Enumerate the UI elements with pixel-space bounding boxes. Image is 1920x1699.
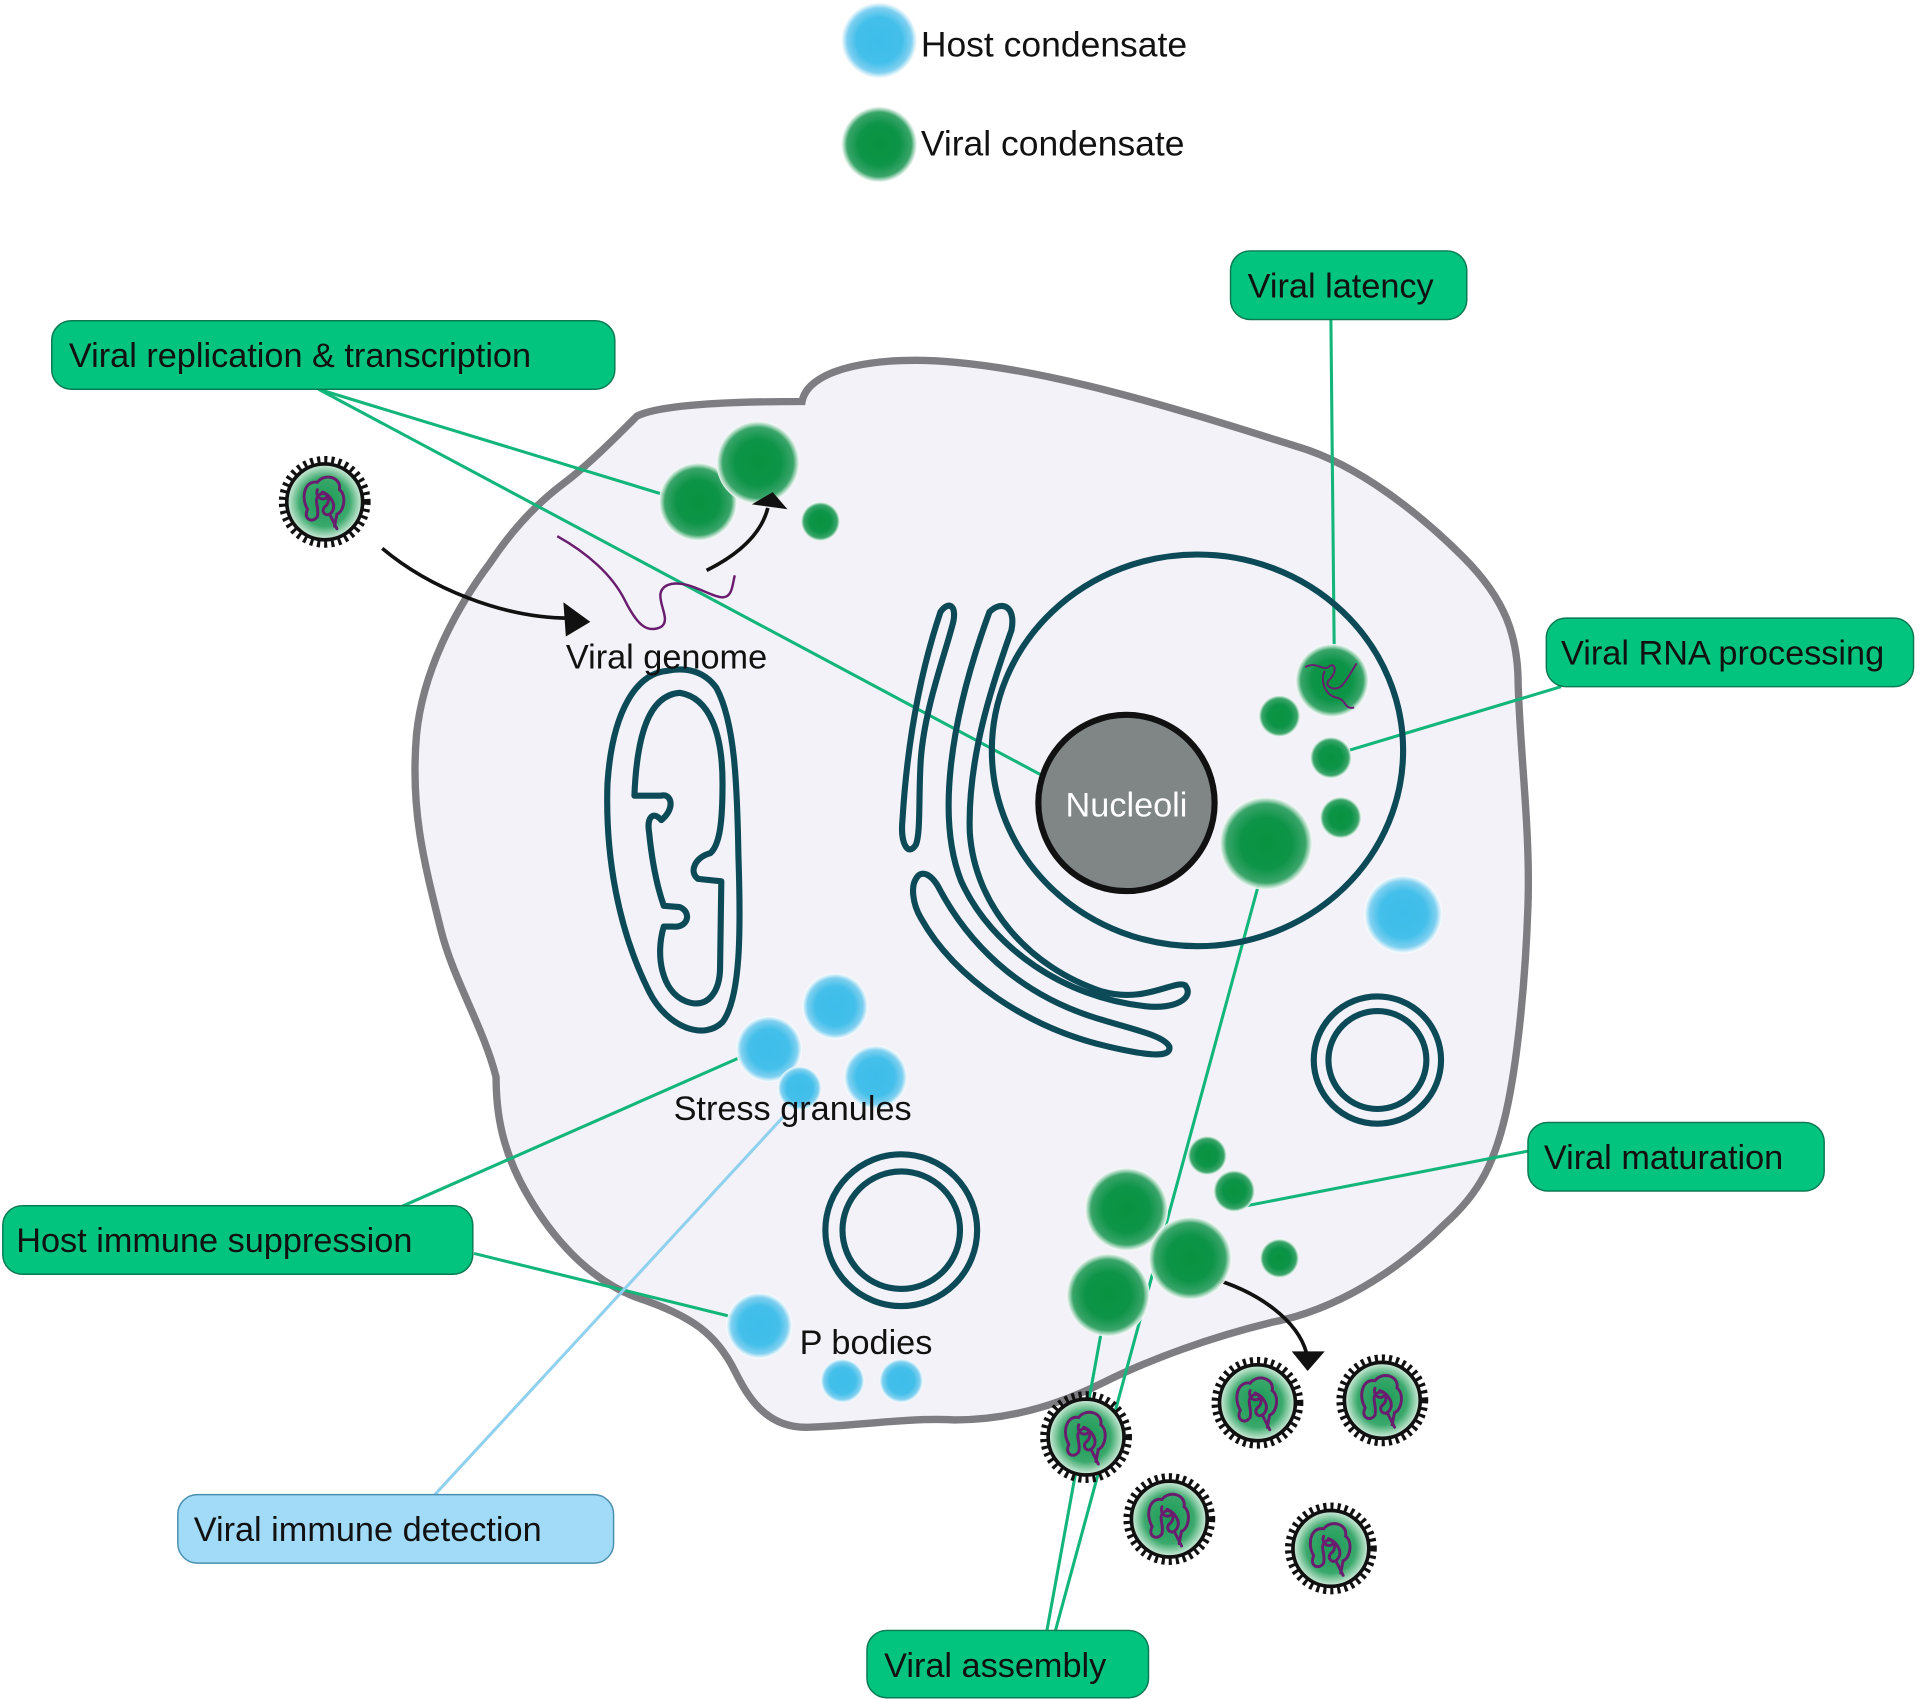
mitochondrion — [604, 666, 743, 1034]
p-bodies-label: P bodies — [800, 1324, 933, 1362]
virion — [1216, 1361, 1299, 1444]
label-host-immune-suppression-text: Host immune suppression — [16, 1222, 412, 1260]
virion — [1341, 1359, 1424, 1442]
label-host-immune-suppression: Host immune suppression — [2, 1204, 474, 1275]
label-viral-rna-processing: Viral RNA processing — [1545, 617, 1915, 688]
virion — [1128, 1477, 1211, 1560]
nuclear-condensates — [1219, 643, 1369, 890]
virion — [1289, 1507, 1372, 1590]
label-viral-replication-text: Viral replication & transcription — [69, 337, 531, 375]
vesicle-right — [1310, 993, 1445, 1127]
viral-genome-strand — [556, 535, 736, 631]
viral-condensate-legend-label: Viral condensate — [921, 123, 1185, 163]
label-viral-immune-detection: Viral immune detection — [177, 1493, 615, 1564]
label-viral-replication: Viral replication & transcription — [51, 319, 616, 390]
label-viral-rna-processing-text: Viral RNA processing — [1561, 635, 1884, 673]
label-viral-immune-detection-text: Viral immune detection — [194, 1511, 542, 1549]
label-viral-latency: Viral latency — [1229, 250, 1468, 321]
stress-granules: Stress granules — [674, 973, 912, 1128]
leader-lines — [317, 319, 1562, 1631]
label-viral-assembly: Viral assembly — [866, 1629, 1150, 1699]
vesicle-bottom — [822, 1151, 981, 1310]
label-viral-maturation: Viral maturation — [1527, 1121, 1825, 1192]
maturation-condensates — [1066, 1135, 1300, 1337]
viral-condensate-legend-swatch — [841, 106, 918, 183]
replication-arrow — [705, 492, 788, 573]
replication-condensates — [658, 421, 841, 542]
entry-arrow — [381, 546, 591, 637]
legend: Host condensate Viral condensate — [841, 2, 1187, 183]
label-viral-assembly-text: Viral assembly — [884, 1647, 1107, 1685]
label-viral-latency-text: Viral latency — [1248, 267, 1435, 305]
endoplasmic-reticulum — [898, 602, 1191, 1058]
host-condensate-legend-label: Host condensate — [921, 24, 1187, 64]
nucleoli: Nucleoli — [1035, 711, 1218, 895]
p-bodies: P bodies — [726, 1292, 933, 1403]
host-condensate-legend-swatch — [841, 2, 918, 79]
cell-membrane — [411, 356, 1533, 1431]
host-condensate-right — [1363, 875, 1443, 954]
label-viral-maturation-text: Viral maturation — [1544, 1139, 1783, 1177]
nucleoli-label: Nucleoli — [1066, 786, 1188, 824]
virion-entering — [283, 460, 366, 543]
stress-granules-label: Stress granules — [674, 1090, 912, 1128]
viral-genome-label: Viral genome — [566, 638, 767, 676]
nucleus — [988, 551, 1407, 950]
